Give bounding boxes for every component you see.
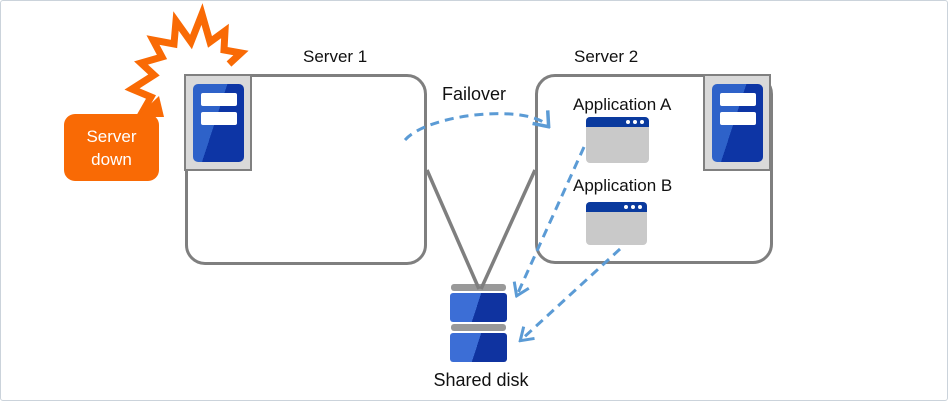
server-down-callout-line1: Server	[86, 126, 137, 146]
server2-to-disk-line	[479, 169, 537, 290]
server-slot	[720, 112, 756, 125]
window-dot	[638, 205, 642, 209]
disk-cap	[451, 324, 506, 331]
disk-unit	[450, 293, 507, 322]
window-dot	[626, 120, 630, 124]
server1-to-disk-line	[425, 169, 481, 290]
server-down-callout-line2: down	[91, 149, 132, 169]
server-tower-icon	[703, 74, 771, 171]
server-tower-front	[712, 84, 763, 162]
server1-label: Server 1	[303, 47, 368, 66]
server-slot	[720, 93, 756, 106]
window-dot	[633, 120, 637, 124]
application-a-label: Application A	[573, 95, 672, 114]
server-tower-icon	[184, 74, 252, 171]
app-window-icon	[586, 202, 647, 245]
disk-unit	[450, 333, 507, 362]
server2-label: Server 2	[574, 47, 639, 66]
shared-disk-label: Shared disk	[433, 370, 529, 390]
failover-label: Failover	[442, 84, 507, 104]
window-dot	[624, 205, 628, 209]
window-dot	[640, 120, 644, 124]
server-down-callout: Server down	[64, 114, 159, 181]
app-window-titlebar	[586, 202, 647, 212]
server-tower-front	[193, 84, 244, 162]
application-b-label: Application B	[573, 176, 673, 195]
server-slot	[201, 93, 237, 106]
server-slot	[201, 112, 237, 125]
app-window-icon	[586, 117, 649, 163]
window-dot	[631, 205, 635, 209]
disk-stack-icon	[451, 284, 506, 291]
app-window-titlebar	[586, 117, 649, 127]
